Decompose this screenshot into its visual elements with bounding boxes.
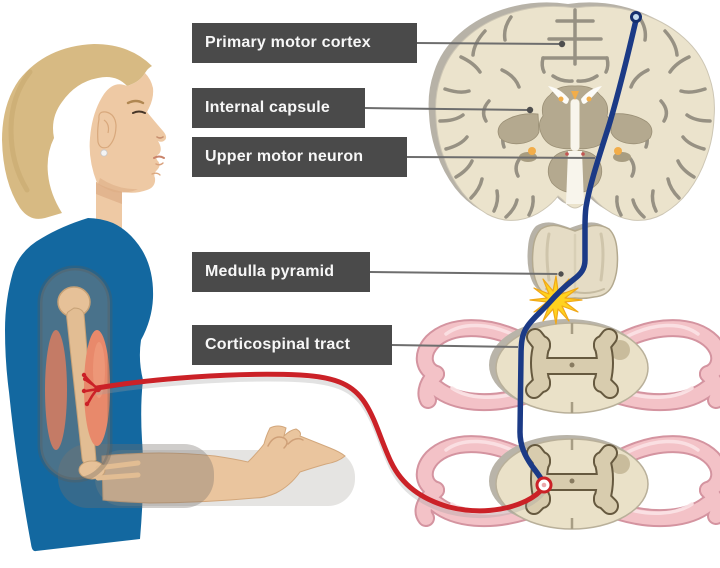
label-primary-motor-cortex-text: Primary motor cortex bbox=[205, 34, 371, 51]
leader-dot-internal-capsule bbox=[526, 106, 534, 114]
forearm-bones bbox=[95, 460, 141, 481]
terminal-endings bbox=[81, 372, 102, 407]
face bbox=[89, 73, 167, 193]
ear bbox=[97, 111, 117, 149]
brain-illustration bbox=[428, 2, 715, 221]
window-border bbox=[37, 265, 113, 483]
gray-matter-butterfly bbox=[525, 328, 619, 399]
arm-transparency-window bbox=[37, 265, 141, 483]
label-corticospinal-tract-text: Corticospinal tract bbox=[205, 336, 351, 353]
biceps-highlight bbox=[93, 342, 105, 398]
leader-dot-primary-motor-cortex bbox=[558, 40, 566, 48]
chin-crease bbox=[151, 172, 161, 176]
curled-finger-lines bbox=[267, 436, 304, 449]
label-medulla-pyramid: Medulla pyramid bbox=[192, 252, 370, 292]
neck-shadow bbox=[96, 182, 122, 204]
lower-motor-neuron-nucleus bbox=[541, 482, 547, 488]
label-upper-motor-neuron: Upper motor neuron bbox=[192, 137, 407, 177]
leader-dot-medulla-pyramid bbox=[557, 270, 565, 278]
lower-lip-line bbox=[155, 162, 164, 166]
earring bbox=[100, 149, 108, 157]
orange-nuclei bbox=[571, 91, 579, 100]
leader-line-corticospinal-tract bbox=[391, 344, 519, 348]
spinal-cord-section-1 bbox=[415, 319, 720, 414]
label-medulla-pyramid-text: Medulla pyramid bbox=[205, 263, 335, 280]
nostril bbox=[156, 136, 164, 139]
hair-shading bbox=[8, 69, 33, 193]
person-illustration bbox=[2, 44, 355, 552]
eye bbox=[132, 110, 146, 114]
jaw-shadow bbox=[98, 178, 138, 193]
leader-line-medulla-pyramid bbox=[369, 271, 560, 275]
brain-sulci bbox=[438, 8, 712, 219]
triceps-muscle bbox=[45, 330, 67, 450]
brain-deep-structures bbox=[497, 85, 653, 204]
ear-inner-line bbox=[103, 119, 110, 134]
hair bbox=[2, 44, 152, 219]
label-primary-motor-cortex: Primary motor cortex bbox=[192, 23, 417, 63]
upper-motor-neuron-soma bbox=[630, 11, 642, 23]
eyebrow bbox=[126, 99, 145, 105]
decussation-flash-icon bbox=[529, 275, 583, 325]
forearm-hand-skin bbox=[101, 425, 346, 504]
leader-line-primary-motor-cortex bbox=[416, 42, 562, 45]
label-internal-capsule: Internal capsule bbox=[192, 88, 365, 128]
nerve-roots-section-1 bbox=[415, 319, 720, 412]
medulla-illustration bbox=[527, 222, 619, 300]
label-internal-capsule-text: Internal capsule bbox=[205, 99, 331, 116]
corticospinal-tract-area bbox=[610, 340, 630, 360]
leader-line-internal-capsule bbox=[364, 107, 529, 111]
lower-motor-neuron-axon bbox=[94, 371, 547, 514]
lips bbox=[153, 155, 165, 159]
leader-line-upper-motor-neuron bbox=[406, 156, 596, 159]
upper-motor-neuron-axon bbox=[517, 17, 639, 487]
leader-lines bbox=[364, 42, 596, 348]
label-corticospinal-tract: Corticospinal tract bbox=[192, 325, 392, 365]
label-upper-motor-neuron-text: Upper motor neuron bbox=[205, 148, 364, 165]
